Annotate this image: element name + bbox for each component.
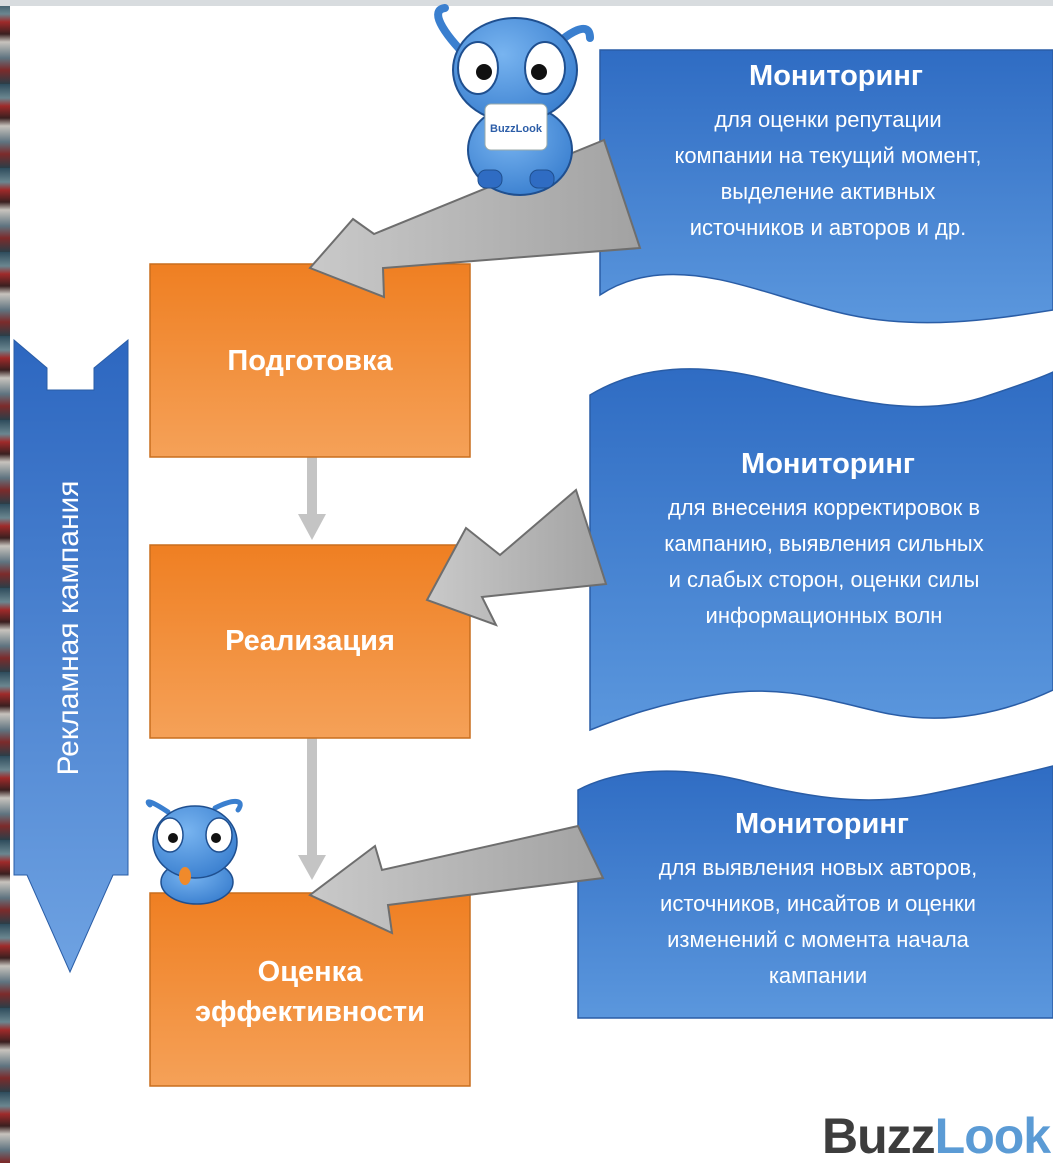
monitoring-desc-2: для внесения корректировок в кампанию, в… xyxy=(600,490,1048,634)
campaign-arrow-label: Рекламная кампания xyxy=(52,480,85,776)
monitoring-2-line-2: кампанию, выявления сильных xyxy=(664,531,984,556)
mascot-small-icon xyxy=(145,799,243,905)
monitoring-3-line-2: источников, инсайтов и оценки xyxy=(660,891,976,916)
campaign-arrow xyxy=(13,338,129,974)
stage-label-evaluation-line-2: эффективности xyxy=(195,996,425,1028)
monitoring-1-line-3: выделение активных xyxy=(720,179,936,204)
logo-part-look: Look xyxy=(934,1108,1051,1163)
stage-label-preparation: Подготовка xyxy=(227,345,393,377)
monitoring-1-line-1: для оценки репутации xyxy=(714,107,942,132)
stage-label-evaluation-line-1: Оценка xyxy=(257,956,363,988)
monitoring-3-line-3: изменений с момента начала xyxy=(667,927,969,952)
monitoring-2-line-1: для внесения корректировок в xyxy=(667,495,981,520)
monitoring-title-3: Мониторинг xyxy=(735,808,909,840)
mascot-large-icon: BuzzLook xyxy=(434,4,594,196)
monitoring-1-line-4: источников и авторов и др. xyxy=(689,215,967,240)
stage-box-evaluation xyxy=(149,892,471,1087)
connector-1 xyxy=(298,456,326,540)
connector-2 xyxy=(298,737,326,880)
stage-box-implementation xyxy=(149,544,471,739)
monitoring-title-2: Мониторинг xyxy=(741,448,915,480)
logo-part-buzz: Buzz xyxy=(822,1108,936,1163)
monitoring-3-line-1: для выявления новых авторов, xyxy=(658,855,978,880)
stage-label-implementation: Реализация xyxy=(225,625,395,657)
monitoring-title-1: Мониторинг xyxy=(749,60,923,92)
monitoring-3-line-4: кампании xyxy=(768,963,868,988)
monitoring-desc-1: для оценки репутации компании на текущий… xyxy=(606,102,1050,246)
pointer-arrow-2 xyxy=(425,488,608,627)
buzzlook-logo: BuzzLook xyxy=(822,1108,1051,1163)
mascot-badge-text: BuzzLook xyxy=(490,123,543,135)
monitoring-shape-2 xyxy=(589,368,1053,732)
background-photo-strip xyxy=(0,0,10,1163)
monitoring-shape-1 xyxy=(599,49,1053,324)
stage-box-preparation xyxy=(149,263,471,458)
stage-label-evaluation: Оценка эффективности xyxy=(150,952,470,1032)
monitoring-shape-3 xyxy=(577,765,1053,1019)
monitoring-2-line-3: и слабых сторон, оценки силы xyxy=(668,567,980,592)
monitoring-1-line-2: компании на текущий момент, xyxy=(674,143,982,168)
monitoring-desc-3: для выявления новых авторов, источников,… xyxy=(588,850,1048,994)
monitoring-2-line-4: информационных волн xyxy=(705,603,943,628)
pointer-arrow-3 xyxy=(308,824,605,935)
top-edge-strip xyxy=(0,0,1053,6)
